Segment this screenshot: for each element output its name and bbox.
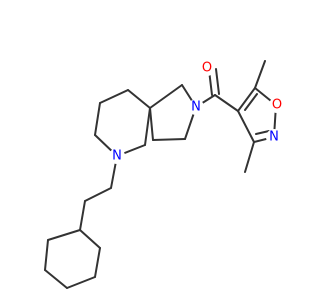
bond-pyrr-c1-spiro bbox=[149, 84, 183, 109]
bond-chex-2 bbox=[94, 247, 101, 278]
atom-n-isoxazole-label: N bbox=[269, 130, 279, 145]
bond-pip-c2-c3 bbox=[94, 102, 101, 136]
atom-o-carbonyl-label: O bbox=[202, 61, 212, 76]
atom-n-piperidine: N bbox=[109, 148, 125, 164]
bond-chex-5 bbox=[44, 239, 49, 271]
bond-isox-c3-methyl bbox=[244, 141, 255, 173]
bond-carbonyl-c-to-isoxazole bbox=[214, 94, 239, 112]
bond-pip-c1-c2 bbox=[99, 89, 129, 104]
bond-isox-n-c3-inner bbox=[255, 130, 270, 135]
atom-n-isoxazole: N bbox=[266, 129, 282, 145]
atom-n-piperidine-label: N bbox=[112, 149, 122, 164]
bond-isox-c5-methyl bbox=[254, 60, 266, 89]
bond-chex-3 bbox=[66, 276, 96, 289]
atom-o-isoxazole-label: O bbox=[272, 98, 282, 113]
bond-pyrr-c3-c4 bbox=[152, 138, 186, 141]
bond-chex-4 bbox=[44, 269, 68, 289]
bond-isox-c3-c4 bbox=[237, 110, 255, 143]
molecule-structure: O N N O N bbox=[44, 60, 285, 289]
structure-canvas: O N N O N bbox=[44, 60, 285, 289]
atom-n-pyrrolidine: N bbox=[188, 99, 204, 115]
atom-n-pyrrolidine-label: N bbox=[191, 100, 201, 115]
bond-chex-1 bbox=[79, 229, 101, 249]
bond-pip-spiro-c1 bbox=[127, 89, 151, 109]
bond-pyrr-spiro-c3 bbox=[149, 107, 154, 141]
bond-chex-6 bbox=[47, 229, 81, 241]
bond-pip-c5-spiro bbox=[144, 107, 151, 146]
bond-isox-c4-c5-inner bbox=[244, 93, 258, 111]
bond-carbonyl-c-to-o-2 bbox=[215, 68, 220, 95]
atom-o-isoxazole: O bbox=[269, 97, 285, 113]
bond-ethyl-c2-cyclohexyl bbox=[79, 200, 86, 231]
bond-ethyl-c1-c2 bbox=[84, 187, 112, 202]
bond-isox-c4-c5-double bbox=[237, 87, 256, 112]
atom-o-carbonyl: O bbox=[199, 60, 215, 76]
